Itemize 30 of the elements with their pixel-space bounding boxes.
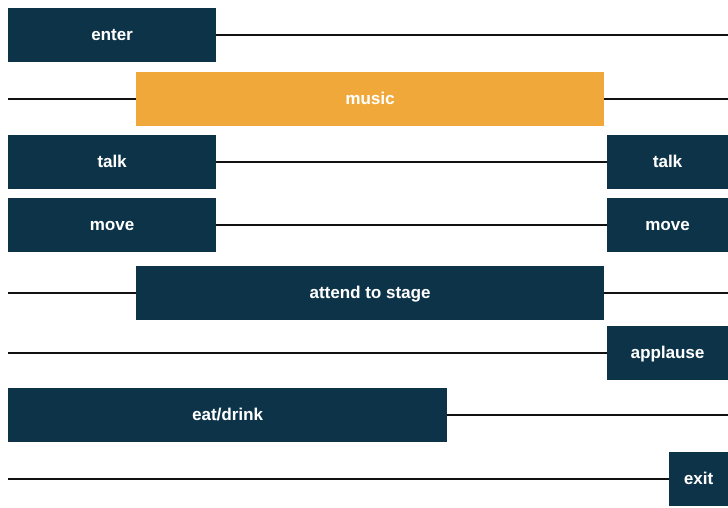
activity-label: eat/drink — [192, 405, 263, 425]
activity-label: talk — [652, 152, 682, 172]
activity-bar — [607, 326, 728, 380]
timeline-line — [604, 292, 728, 294]
timeline-line — [216, 224, 607, 226]
activity-bar — [8, 8, 216, 62]
activity-bar — [136, 72, 604, 126]
timeline-line — [8, 352, 607, 354]
activity-label: enter — [91, 25, 133, 45]
activity-bar — [607, 135, 728, 189]
timeline-line — [8, 98, 136, 100]
timeline-line — [604, 98, 728, 100]
activity-label: applause — [630, 343, 704, 363]
timeline-line — [216, 161, 607, 163]
timeline-line — [447, 414, 728, 416]
timeline-line — [216, 34, 728, 36]
activity-label: music — [345, 89, 395, 109]
timeline-line — [8, 292, 136, 294]
activity-bar — [136, 266, 604, 320]
activity-bar — [607, 198, 728, 252]
activity-label: exit — [684, 469, 714, 489]
activity-bar — [8, 388, 447, 442]
activity-label: talk — [97, 152, 127, 172]
activity-label: move — [90, 215, 134, 235]
activity-bar — [669, 452, 728, 506]
timeline-line — [8, 478, 669, 480]
activity-label: move — [645, 215, 690, 235]
activity-bar — [8, 135, 216, 189]
activity-label: attend to stage — [310, 283, 430, 303]
activity-bar — [8, 198, 216, 252]
